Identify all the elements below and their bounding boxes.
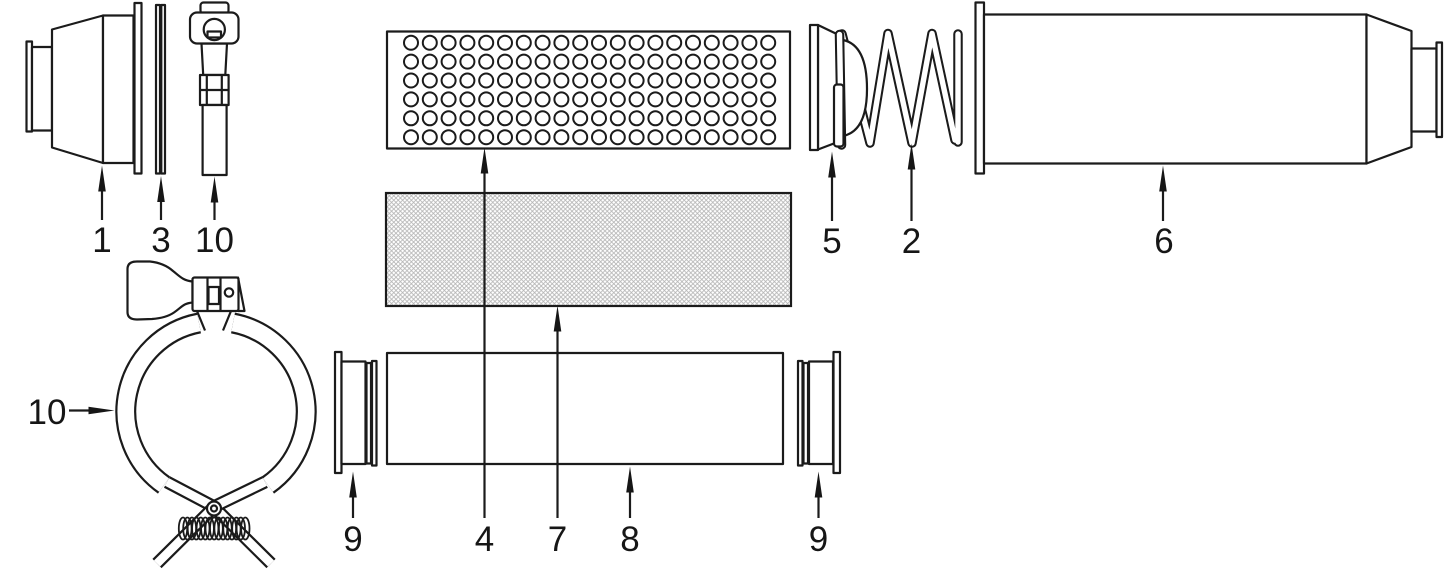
callouts: 1 3 10 10 9 4 7 <box>28 143 1174 559</box>
part-9-ferrule-left <box>333 350 378 475</box>
wing-nut <box>126 260 194 321</box>
callout-9-left: 9 <box>343 471 363 559</box>
callout-8-label: 8 <box>620 520 639 559</box>
part-5-end-cap-sleeve <box>832 83 845 148</box>
callout-10-bolt: 10 <box>195 176 234 260</box>
clamp-tension-spring <box>177 516 251 541</box>
callout-9-right: 9 <box>809 471 828 559</box>
callout-10-clamp-label: 10 <box>28 393 67 432</box>
callout-7-label: 7 <box>548 520 567 559</box>
part-1-inlet-cone <box>25 1 143 175</box>
part-7-filter-media <box>384 191 793 308</box>
callout-5: 5 <box>822 151 842 261</box>
part-10-clamp-bolt <box>188 1 240 177</box>
part-4-perforated-screen <box>385 30 792 150</box>
callout-2: 2 <box>902 143 921 261</box>
callout-5-label: 5 <box>822 222 841 261</box>
part-8-core-tube <box>385 351 785 466</box>
part-6-housing <box>974 1 1444 175</box>
part-3-gasket-discs <box>154 3 167 175</box>
callout-6-label: 6 <box>1154 222 1173 261</box>
callout-10-bolt-label: 10 <box>195 221 234 260</box>
callout-7: 7 <box>548 305 567 559</box>
part-2-spring <box>837 28 963 148</box>
callout-2-label: 2 <box>902 222 921 261</box>
screen-holes <box>403 34 777 146</box>
callout-4: 4 <box>475 147 494 559</box>
callout-8: 8 <box>620 466 640 559</box>
callout-3: 3 <box>151 176 171 260</box>
callout-4-label: 4 <box>475 520 494 559</box>
callout-6: 6 <box>1154 165 1174 261</box>
part-9-ferrule-right <box>796 350 842 475</box>
callout-3-label: 3 <box>151 221 170 260</box>
callout-1: 1 <box>92 165 112 260</box>
callout-9-left-label: 9 <box>343 520 362 559</box>
callout-9-right-label: 9 <box>809 520 828 559</box>
callout-10-clamp: 10 <box>28 393 115 432</box>
part-10-clamp <box>115 260 317 569</box>
callout-1-label: 1 <box>92 221 111 260</box>
